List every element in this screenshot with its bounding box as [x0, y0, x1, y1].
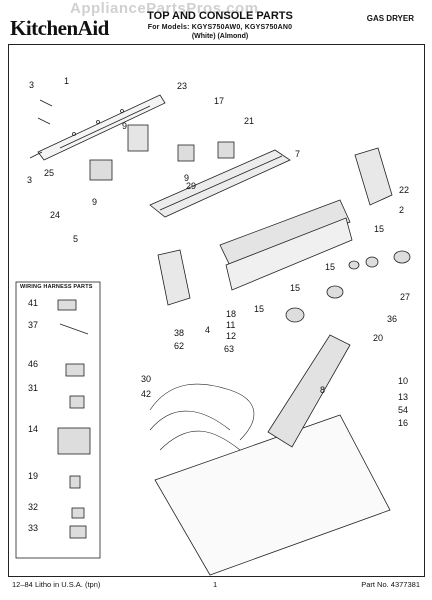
- callout-15d: 15: [254, 304, 264, 314]
- callout-22: 22: [399, 185, 409, 195]
- callout-27: 27: [400, 292, 410, 302]
- side-panel: [157, 249, 191, 306]
- callout-3a: 3: [29, 80, 34, 90]
- callout-1: 1: [64, 76, 69, 86]
- wh-callout-32: 32: [28, 502, 38, 512]
- callout-13: 13: [398, 392, 408, 402]
- callout-15c: 15: [290, 283, 300, 293]
- timer-parts: [177, 141, 235, 162]
- callout-18: 18: [226, 309, 236, 319]
- callout-11: 11: [226, 320, 235, 330]
- callout-24: 24: [50, 210, 60, 220]
- wh-callout-14: 14: [28, 424, 38, 434]
- top-cabinet: [154, 414, 391, 576]
- callout-63: 63: [224, 344, 234, 354]
- callout-30: 30: [141, 374, 151, 384]
- screw-parts: [29, 99, 53, 159]
- watermark: AppliancePartsPros.com: [70, 0, 259, 17]
- wire-bundle: [149, 383, 255, 451]
- callout-29: 29: [186, 181, 196, 191]
- product-type: GAS DRYER: [366, 14, 414, 23]
- lint-screen-housing: [267, 334, 351, 448]
- page-title: TOP AND CONSOLE PARTS: [147, 10, 293, 22]
- wh-callout-41: 41: [28, 298, 38, 308]
- callout-9b: 9: [184, 173, 189, 183]
- model-numbers: For Models: KGYS750AW0, KGYS750AN0: [147, 24, 293, 31]
- callout-17: 17: [214, 96, 224, 106]
- model-colors: (White) (Almond): [191, 33, 249, 40]
- brand-logo: KitchenAid: [10, 16, 109, 40]
- wh-callout-19: 19: [28, 471, 38, 481]
- callout-36: 36: [387, 314, 397, 324]
- callout-2: 2: [399, 205, 404, 215]
- callout-9c: 9: [92, 197, 97, 207]
- callout-7: 7: [295, 149, 300, 159]
- switch-housing: [127, 124, 149, 152]
- knob-group: [285, 250, 411, 323]
- wh-callout-46: 46: [28, 359, 38, 369]
- callout-12: 12: [226, 331, 236, 341]
- callout-25: 25: [44, 168, 54, 178]
- wh-callout-31: 31: [28, 383, 38, 393]
- wh-callout-33: 33: [28, 523, 38, 533]
- callout-3b: 3: [27, 175, 32, 185]
- part-number: Part No. 4377381: [361, 580, 420, 589]
- wiring-harness-title: WIRING HARNESS PARTS: [20, 284, 93, 290]
- callout-4: 4: [205, 325, 210, 335]
- wh-callout-37: 37: [28, 320, 38, 330]
- callout-5: 5: [73, 234, 78, 244]
- callout-54: 54: [398, 405, 408, 415]
- callout-62: 62: [174, 341, 184, 351]
- callout-15b: 15: [325, 262, 335, 272]
- diagram-frame: [8, 44, 425, 577]
- callout-15a: 15: [374, 224, 384, 234]
- litho-info: 12–84 Litho in U.S.A. (tpn): [12, 580, 101, 589]
- callout-16: 16: [398, 418, 408, 428]
- callout-10: 10: [398, 376, 408, 386]
- rear-panel: [37, 94, 166, 161]
- callout-20: 20: [373, 333, 383, 343]
- callout-23: 23: [177, 81, 187, 91]
- callout-8: 8: [320, 385, 325, 395]
- callout-21: 21: [244, 116, 254, 126]
- control-panel: [219, 199, 353, 291]
- callout-42: 42: [141, 389, 151, 399]
- callout-9a: 9: [122, 121, 127, 131]
- callout-38: 38: [174, 328, 184, 338]
- console-support: [149, 149, 291, 218]
- wiring-harness-box: [15, 281, 101, 559]
- console-end: [354, 147, 393, 206]
- buzzer-part: [89, 159, 113, 181]
- page-number: 1: [213, 580, 218, 589]
